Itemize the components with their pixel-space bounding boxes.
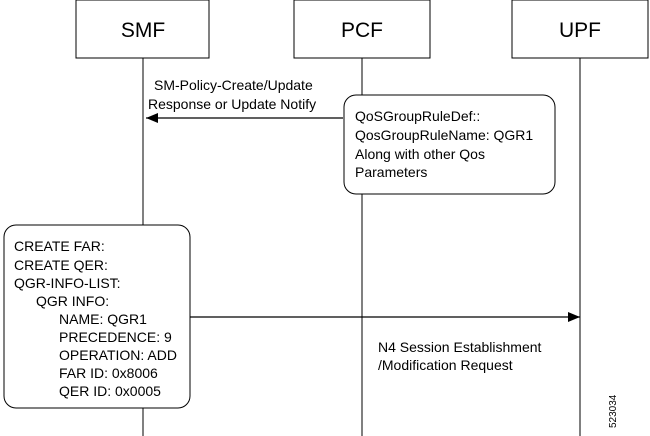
smf-note-line-5: NAME: QGR1 (59, 311, 147, 327)
smf-note-line-2: CREATE QER: (14, 257, 108, 273)
message-2-line-1: N4 Session Establishment (378, 339, 542, 355)
smf-label: SMF (121, 19, 165, 42)
smf-note-line-4: QGR INFO: (36, 293, 109, 309)
message-1-line-1: SM-Policy-Create/Update (154, 77, 313, 93)
pcf-label: PCF (341, 19, 383, 42)
smf-entity: SMF (75, 0, 210, 59)
smf-note-line-7: OPERATION: ADD (59, 347, 177, 363)
smf-note-line-9: QER ID: 0x0005 (59, 383, 161, 399)
smf-note-line-3: QGR-INFO-LIST: (14, 275, 121, 291)
smf-note: CREATE FAR: CREATE QER: QGR-INFO-LIST: Q… (3, 224, 191, 409)
upf-entity: UPF (511, 0, 649, 59)
message-2-line-2: /Modification Request (378, 357, 513, 373)
pcf-note-line-2: QosGroupRuleName: QGR1 (355, 127, 533, 143)
upf-label: UPF (559, 19, 601, 42)
pcf-note-line-3: Along with other Qos (355, 146, 485, 162)
smf-note-line-6: PRECEDENCE: 9 (59, 329, 172, 345)
pcf-entity: PCF (293, 0, 431, 59)
smf-note-line-8: FAR ID: 0x8006 (59, 365, 158, 381)
smf-note-line-1: CREATE FAR: (14, 238, 105, 254)
pcf-note: QoSGroupRuleDef:: QosGroupRuleName: QGR1… (343, 94, 556, 195)
pcf-note-line-1: QoSGroupRuleDef:: (355, 108, 480, 124)
message-1-line-2: Response or Update Notify (148, 96, 316, 112)
pcf-note-line-4: Parameters (355, 164, 427, 180)
figure-id: 523034 (608, 394, 619, 428)
